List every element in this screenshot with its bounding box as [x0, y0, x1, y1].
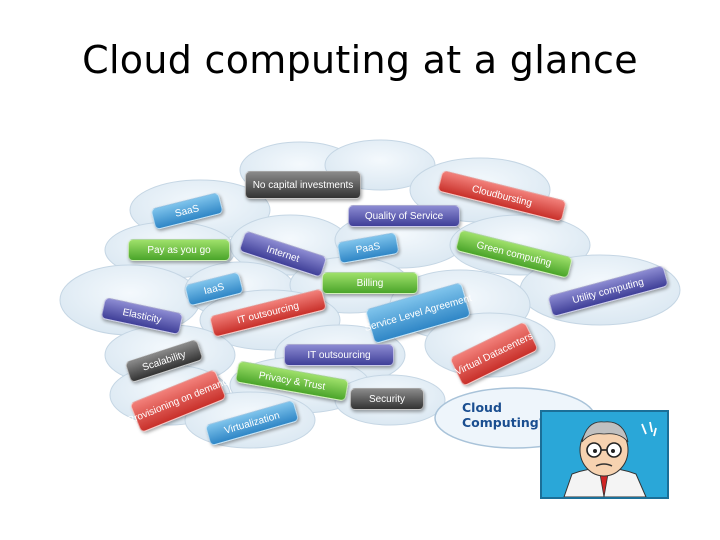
- callout-text: Cloud Computing?: [462, 400, 546, 430]
- tag-security: Security: [350, 388, 424, 410]
- tag-pay-as-you-go: Pay as you go: [128, 239, 230, 261]
- tag-it-outsourcing-2: IT outsourcing: [284, 344, 394, 366]
- tag-quality-of-service: Quality of Service: [348, 205, 460, 227]
- slide-title: Cloud computing at a glance: [82, 38, 638, 82]
- tag-billing: Billing: [322, 272, 418, 294]
- tag-no-capital-investments: No capital investments: [245, 171, 361, 199]
- tag-label: No capital investments: [252, 179, 354, 191]
- worried-man-illustration: [540, 410, 669, 499]
- man-face-icon: [542, 412, 667, 498]
